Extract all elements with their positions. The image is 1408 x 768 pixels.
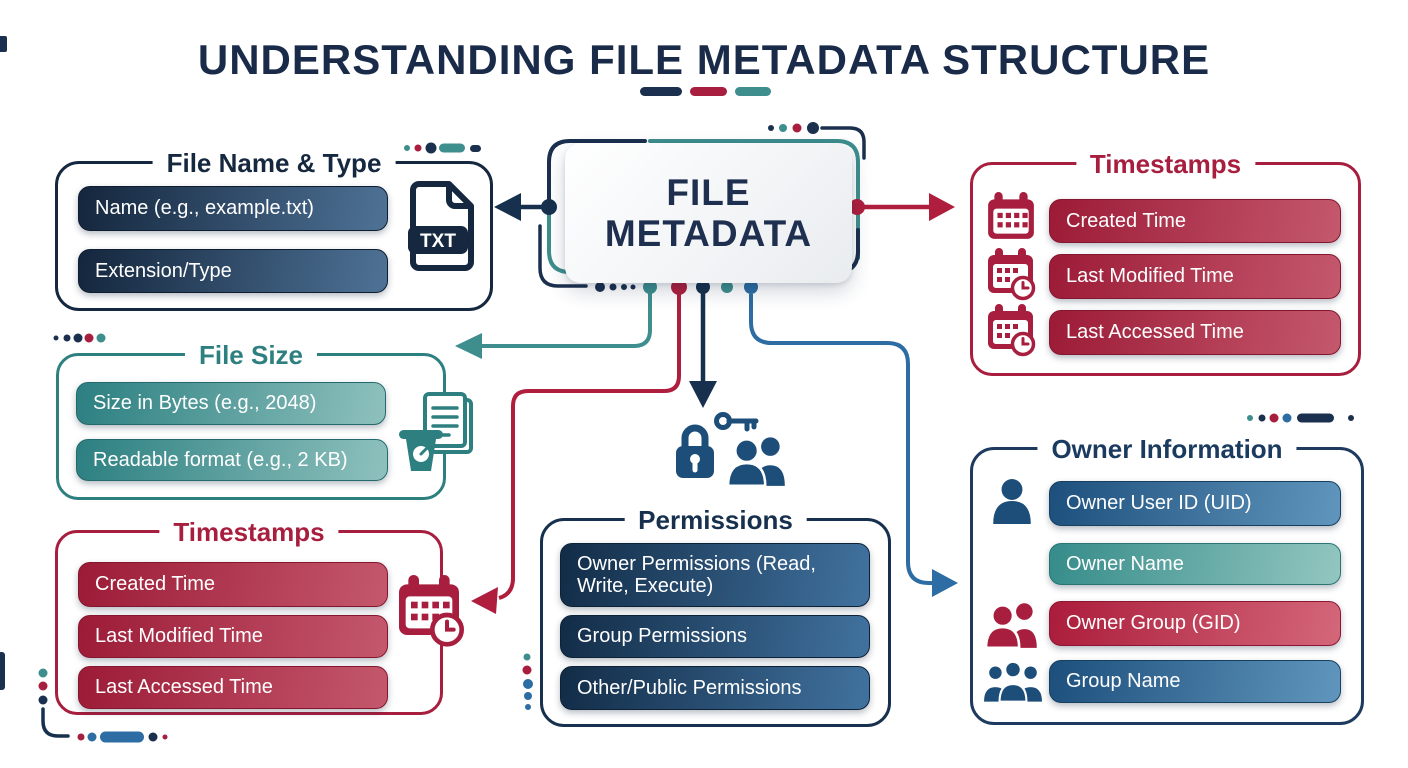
key-icon — [714, 408, 760, 439]
pill-modified-time-right: Last Modified Time — [1049, 254, 1341, 299]
page-title: UNDERSTANDING FILE METADATA STRUCTURE — [197, 36, 1211, 83]
pill-created-time-left: Created Time — [78, 562, 388, 607]
people-icon — [726, 432, 790, 491]
file-size-scale-icon — [395, 384, 477, 481]
person-icon — [989, 478, 1035, 529]
calendar-clock-icon — [985, 303, 1039, 364]
decor-permissions — [522, 653, 533, 710]
group-icon — [983, 660, 1043, 707]
pill-owner-name: Owner Name — [1049, 543, 1341, 585]
center-card: FILE METADATA — [565, 143, 852, 283]
pill-owner-uid: Owner User ID (UID) — [1049, 481, 1341, 526]
title-accent-dashes — [640, 87, 771, 96]
panel-file-name-type: File Name & Type Name (e.g., example.txt… — [55, 145, 493, 311]
panel-title-file-size: File Size — [184, 337, 318, 373]
panel-timestamps-left: Timestamps Created Time Last Modified Ti… — [55, 514, 464, 715]
decor-file-size — [53, 333, 106, 343]
people-red-icon — [984, 600, 1043, 653]
pill-size-bytes: Size in Bytes (e.g., 2048) — [76, 382, 386, 425]
panel-timestamps-right: Timestamps Created Time — [970, 146, 1361, 376]
pill-group-name: Group Name — [1049, 660, 1341, 703]
pill-accessed-time-left: Last Accessed Time — [78, 666, 388, 709]
pill-modified-time-left: Last Modified Time — [78, 615, 388, 658]
pill-readable-format: Readable format (e.g., 2 KB) — [76, 439, 388, 481]
calendar-icon — [985, 191, 1037, 248]
arrow-center-to-timestamps-right — [849, 193, 955, 221]
pill-created-time-right: Created Time — [1049, 199, 1341, 243]
pill-group-permissions: Group Permissions — [560, 615, 870, 658]
calendar-clock-icon — [395, 573, 467, 654]
pill-owner-permissions: Owner Permissions (Read, Write, Execute) — [560, 543, 870, 607]
connector-center-to-permissions — [689, 280, 717, 408]
edge-marks — [0, 36, 7, 690]
panel-owner-information: Owner Information Owner User ID (UID) Ow… — [970, 431, 1364, 725]
pill-file-name: Name (e.g., example.txt) — [78, 186, 388, 231]
panel-title-owner-information: Owner Information — [1037, 431, 1297, 467]
panel-file-size: File Size Size in Bytes (e.g., 2048) Rea… — [56, 337, 473, 500]
panel-title-timestamps-right: Timestamps — [1075, 146, 1256, 182]
pill-extension-type: Extension/Type — [78, 249, 388, 293]
center-label: FILE METADATA — [604, 171, 813, 254]
panel-title-permissions: Permissions — [624, 502, 807, 538]
pill-other-permissions: Other/Public Permissions — [560, 666, 870, 710]
txt-badge-label: TXT — [420, 231, 456, 252]
lock-icon — [671, 418, 719, 489]
decor-file-name — [404, 142, 481, 154]
txt-file-icon: TXT — [403, 178, 483, 279]
panel-title-timestamps-left: Timestamps — [159, 514, 339, 550]
arrow-center-to-file-name — [494, 193, 557, 221]
panel-permissions: Permissions Owner Permissions (Read, Wri… — [540, 502, 891, 727]
calendar-clock-icon — [985, 247, 1039, 308]
decor-owner-info — [1247, 413, 1354, 423]
panel-title-file-name-type: File Name & Type — [152, 145, 396, 181]
pill-owner-gid: Owner Group (GID) — [1049, 601, 1341, 646]
pill-accessed-time-right: Last Accessed Time — [1049, 310, 1341, 355]
